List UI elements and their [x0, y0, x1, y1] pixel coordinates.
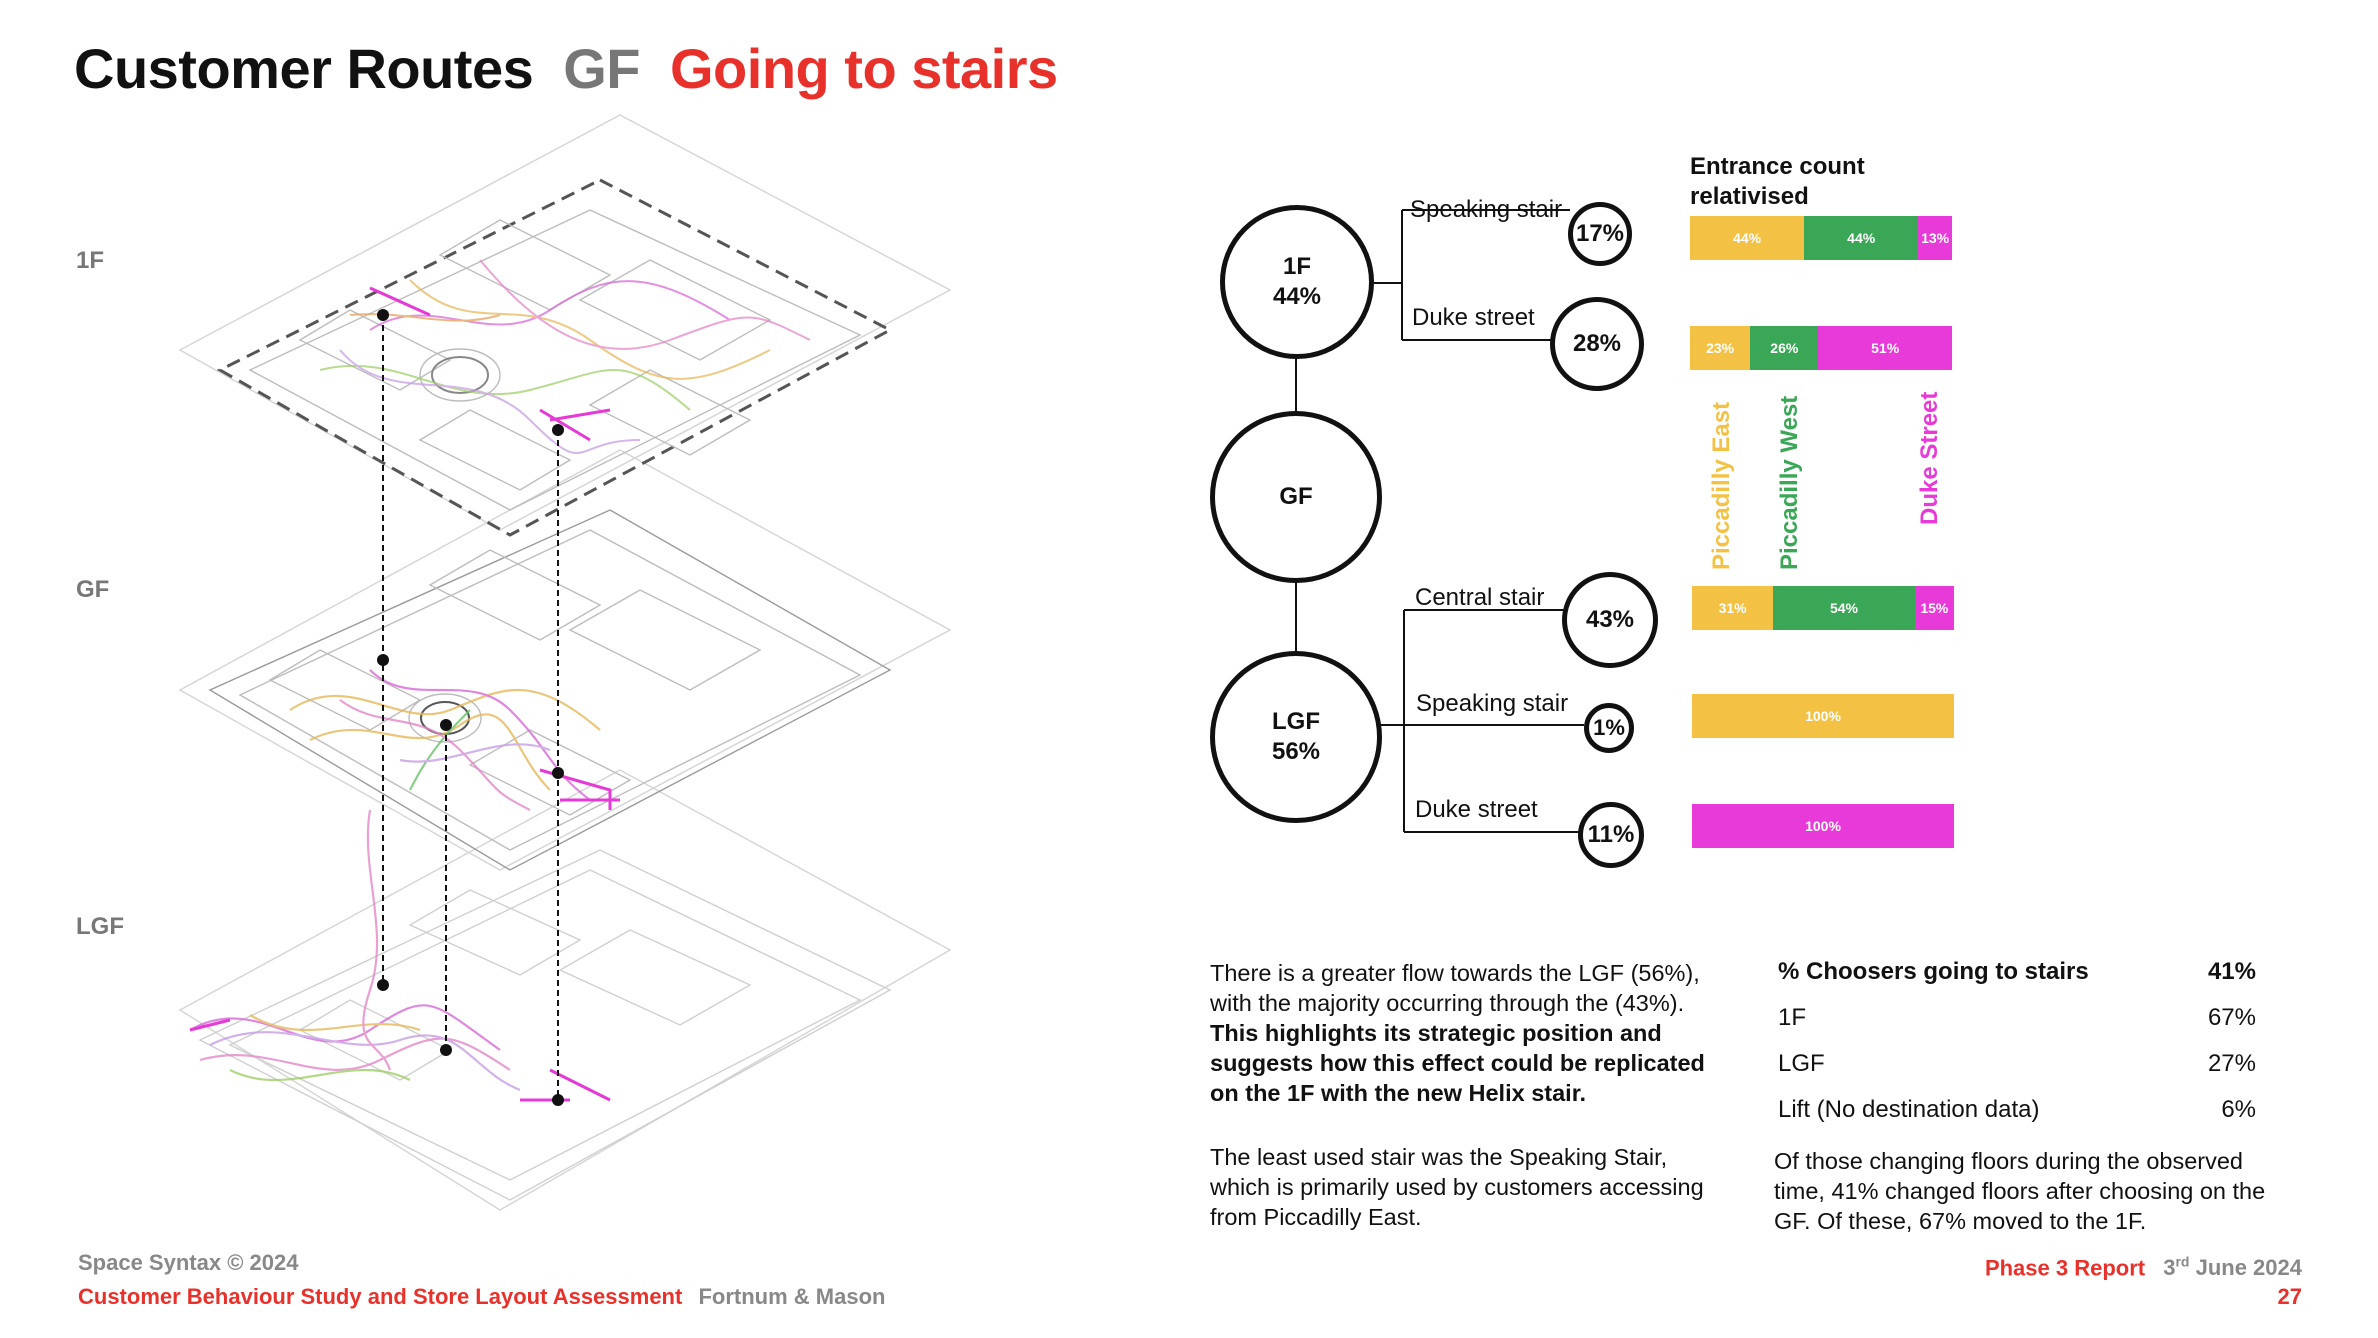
table-row-value: 67% [2207, 1004, 2256, 1031]
footer-study-line: Customer Behaviour Study and Store Layou… [78, 1284, 885, 1310]
footer-date-rest: June 2024 [2189, 1255, 2302, 1281]
plan-lgf [198, 849, 892, 1201]
route-label: Speaking stair [1416, 690, 1569, 717]
node-1f-name: 1F [1282, 253, 1311, 280]
speaking-stair-note: The least used stair was the Speaking St… [1210, 1144, 1704, 1230]
node-lgf-pct: 56% [1271, 738, 1321, 765]
page-title: Customer Routes GF Going to stairs [74, 36, 1058, 101]
table-row: 1F 67% [1778, 1004, 2256, 1032]
route-label: Speaking stair [1410, 196, 1563, 223]
footer-report: Phase 3 Report [1984, 1255, 2146, 1281]
bar-segment: 23% [1690, 326, 1751, 370]
plan-gf [208, 509, 892, 871]
node-gf: GF [1210, 411, 1382, 583]
bar-row-3: 100% [1692, 694, 1954, 738]
route-label: Duke street [1412, 304, 1535, 331]
table-row: LGF 27% [1778, 1050, 2256, 1078]
bar-segment: 15% [1914, 586, 1954, 630]
node-1f: 1F 44% [1220, 205, 1374, 359]
bar-segment: 54% [1773, 586, 1915, 630]
page-number: 27 [2277, 1284, 2302, 1309]
node-lgf: LGF 56% [1210, 651, 1382, 823]
footer-study: Customer Behaviour Study and Store Layou… [78, 1284, 683, 1309]
route-label: Central stair [1415, 584, 1545, 611]
route-tree-lines [1295, 209, 1584, 833]
title-main: Customer Routes [74, 37, 534, 100]
route-pct: 1% [1584, 703, 1634, 753]
table-row: Lift (No destination data) 6% [1778, 1096, 2256, 1124]
legend-label-duke-street: Duke Street [1916, 391, 1943, 525]
table-row-label: Lift (No destination data) [1778, 1096, 2040, 1123]
table-row-label: 1F [1778, 1004, 1807, 1031]
table-row-label: LGF [1778, 1050, 1825, 1077]
chart-title: Entrance count relativised [1690, 153, 1865, 210]
bar-segment: 51% [1818, 326, 1952, 370]
summary-highlight: This highlights its strategic position a… [1210, 1020, 1705, 1106]
route-pct: 17% [1568, 202, 1632, 266]
choosers-header-value: 41% [2207, 958, 2256, 985]
bar-segment: 100% [1692, 694, 1954, 738]
route-pct: 43% [1562, 572, 1658, 668]
footer-client: Fortnum & Mason [698, 1284, 886, 1309]
bar-row-4: 100% [1692, 804, 1954, 848]
bar-row-1: 23% 26% 51% [1690, 326, 1952, 370]
node-lgf-name: LGF [1272, 708, 1320, 735]
footer-date: 3rd June 2024 [2163, 1254, 2302, 1281]
summary-paragraph: There is a greater flow towards the LGF … [1210, 958, 1730, 1108]
legend-label-piccadilly-west: Piccadilly West [1776, 395, 1803, 570]
floor-label-gf: GF [76, 576, 110, 603]
summary-text: There is a greater flow towards the LGF … [1210, 960, 1700, 1016]
route-pct: 28% [1550, 297, 1644, 391]
footer-date-sup: rd [2175, 1254, 2190, 1270]
choosers-header: % Choosers going to stairs 41% [1778, 958, 2256, 986]
table-row-value: 6% [2221, 1096, 2256, 1123]
route-label: Duke street [1415, 796, 1538, 823]
node-1f-pct: 44% [1272, 283, 1322, 310]
floor-change-note: Of those changing floors during the obse… [1774, 1148, 2266, 1234]
table-row-value: 27% [2207, 1050, 2256, 1077]
footer-date-day: 3 [2163, 1255, 2176, 1281]
title-floor: GF [563, 37, 640, 100]
plan-1f [216, 178, 894, 537]
bar-row-0: 44% 44% 13% [1690, 216, 1952, 260]
legend-label-piccadilly-east: Piccadilly East [1708, 401, 1735, 570]
bar-segment: 31% [1692, 586, 1774, 630]
bar-segment: 13% [1918, 216, 1952, 260]
bar-segment: 26% [1750, 326, 1819, 370]
footer-report-line: Phase 3 Report 3rd June 2024 [1985, 1254, 2302, 1281]
floor-label-1f: 1F [76, 247, 105, 274]
bar-segment: 44% [1804, 216, 1919, 260]
bar-row-2: 31% 54% 15% [1692, 586, 1954, 630]
bar-segment: 44% [1690, 216, 1805, 260]
route-pct: 11% [1578, 802, 1644, 868]
floor-plan-illustration [178, 114, 952, 1211]
bar-segment: 100% [1692, 804, 1954, 848]
title-subtitle: Going to stairs [670, 37, 1058, 100]
footer-copyright: Space Syntax © 2024 [78, 1250, 299, 1275]
node-gf-name: GF [1279, 483, 1313, 510]
floor-label-lgf: LGF [76, 913, 124, 940]
choosers-header-label: % Choosers going to stairs [1778, 958, 2089, 985]
